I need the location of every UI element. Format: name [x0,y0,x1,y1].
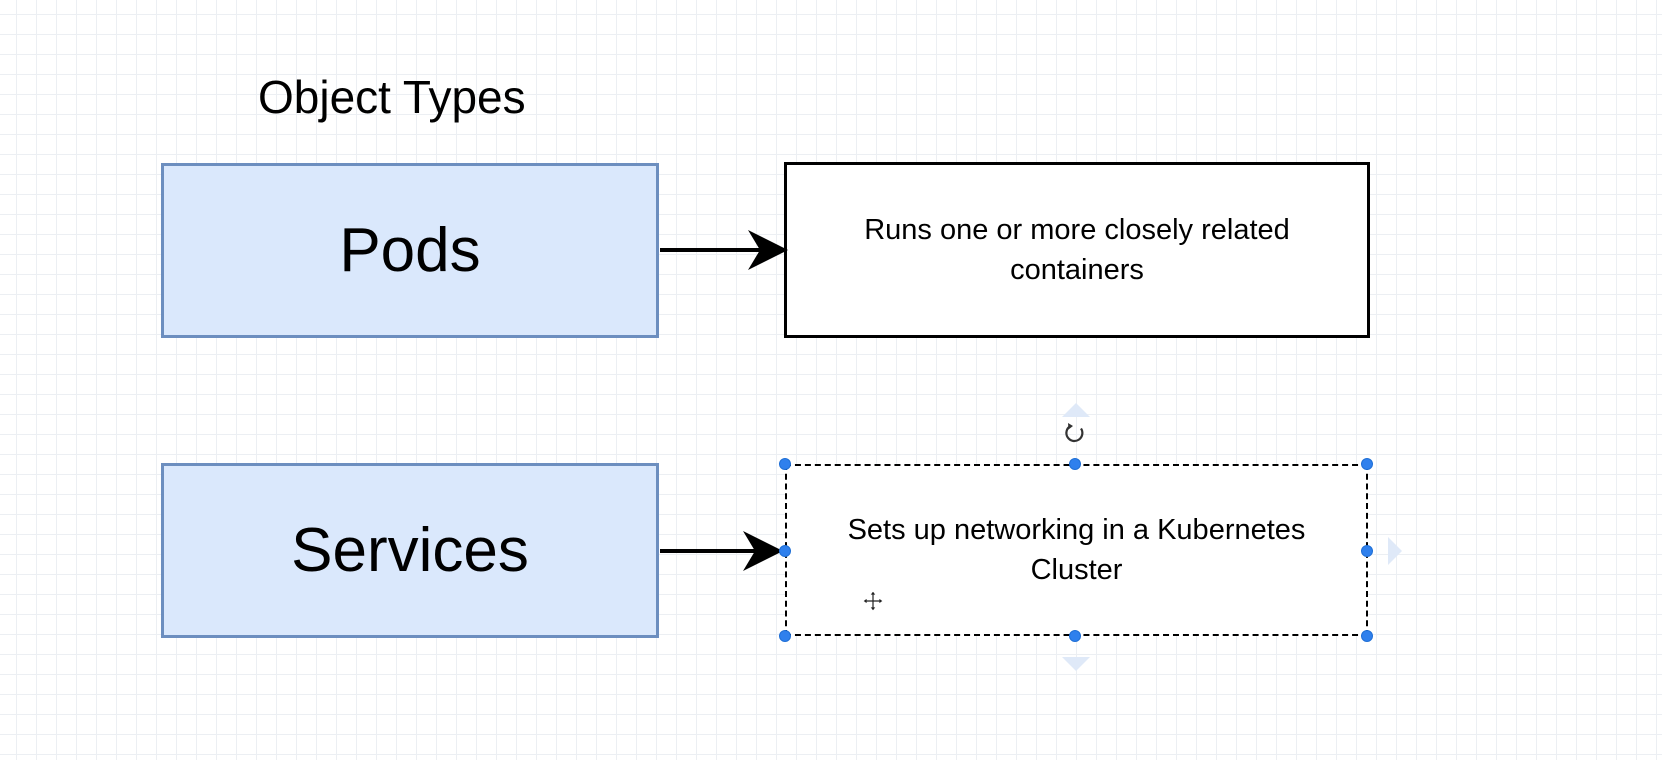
pods-description-box[interactable]: Runs one or more closely related contain… [784,162,1370,338]
resize-handle-bottom-left[interactable] [779,630,791,642]
rotate-icon[interactable] [1062,420,1088,446]
diagram-title[interactable]: Object Types [258,71,526,123]
services-box[interactable]: Services [161,463,659,638]
connect-down-hint-icon[interactable] [1062,657,1090,671]
resize-handle-top-right[interactable] [1361,458,1373,470]
resize-handle-bottom-right[interactable] [1361,630,1373,642]
connect-right-hint-icon[interactable] [1388,537,1402,565]
pods-label: Pods [339,216,481,285]
pods-description: Runs one or more closely related contain… [864,214,1290,286]
services-description-box[interactable]: Sets up networking in a Kubernetes Clust… [785,464,1368,636]
connect-up-hint-icon[interactable] [1062,403,1090,417]
resize-handle-top-left[interactable] [779,458,791,470]
resize-handle-left[interactable] [779,545,791,557]
move-icon [862,590,884,612]
pods-box[interactable]: Pods [161,163,659,338]
resize-handle-right[interactable] [1361,545,1373,557]
resize-handle-bottom[interactable] [1069,630,1081,642]
services-description: Sets up networking in a Kubernetes Clust… [847,514,1306,586]
resize-handle-top[interactable] [1069,458,1081,470]
services-label: Services [291,516,529,585]
